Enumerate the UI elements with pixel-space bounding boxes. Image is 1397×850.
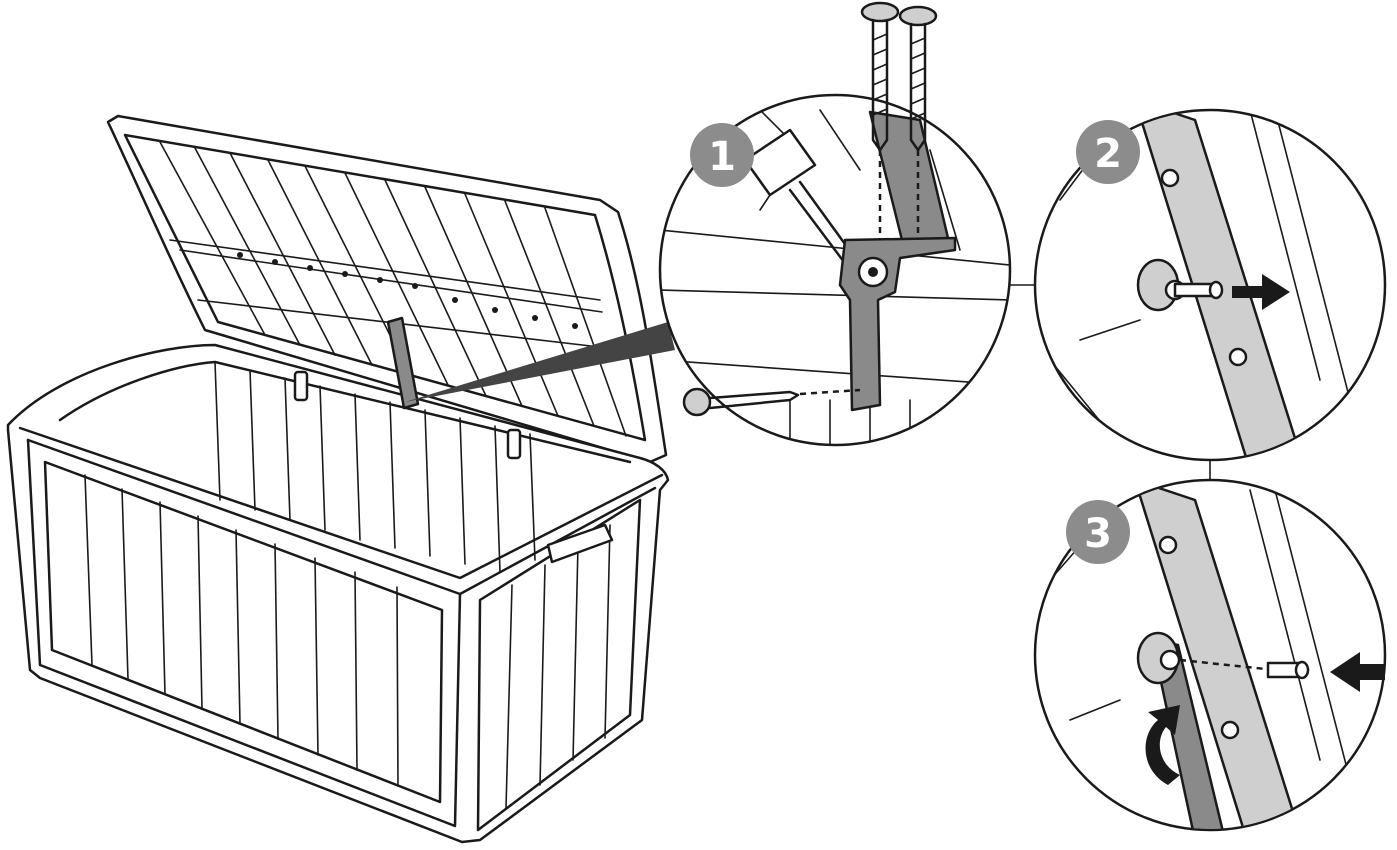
screw-icon <box>682 387 800 417</box>
step-label-3: 3 <box>1084 511 1112 557</box>
storage-box <box>6 114 670 844</box>
box-body <box>6 316 670 844</box>
rotate-arrow <box>1145 705 1180 785</box>
push-arrow <box>1330 652 1385 692</box>
detail-step-3: 3 <box>1033 478 1387 832</box>
detail-step-1: 1 <box>658 1 1012 447</box>
detail-step-2: 2 <box>1033 108 1387 462</box>
step-badge-2 <box>1076 120 1140 184</box>
step-badge-1 <box>690 123 754 187</box>
step-label-2: 2 <box>1094 131 1122 177</box>
pull-arrow <box>1232 274 1290 310</box>
step-badge-3 <box>1066 500 1130 564</box>
zoom-indicator <box>405 322 675 402</box>
screw-icon <box>860 1 938 152</box>
step-label-1: 1 <box>708 134 736 180</box>
